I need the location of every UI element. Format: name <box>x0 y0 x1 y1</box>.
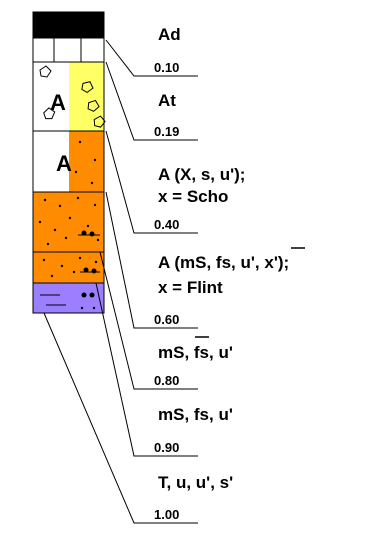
sand-dot <box>92 306 96 310</box>
sand-dot <box>96 238 100 242</box>
layer-ms <box>32 251 105 284</box>
layer-label: mS, fs, u' <box>158 343 233 362</box>
sand-dot <box>60 264 64 268</box>
sand-dot <box>53 228 57 232</box>
layer-label: A (X, s, u'); <box>158 165 245 184</box>
horizon-symbol-at: A <box>50 90 66 115</box>
flint-fragment <box>89 231 95 237</box>
layer-a-scho-left <box>33 131 69 192</box>
depth-value: 0.90 <box>154 440 179 455</box>
flint-fragment <box>91 268 97 274</box>
leader-line <box>105 39 198 77</box>
leader-line <box>105 61 198 141</box>
layer-label: A (mS, fs, u', x'); <box>158 253 289 272</box>
sand-dot <box>64 236 68 240</box>
depth-value: 1.00 <box>154 507 179 522</box>
sand-dot <box>58 204 62 208</box>
sand-dot <box>43 198 47 202</box>
layer-label: x = Scho <box>158 187 228 206</box>
layer-a-flint <box>32 191 105 253</box>
sand-dot <box>46 242 50 246</box>
flint-fragment <box>89 292 95 298</box>
sand-dot <box>93 158 97 162</box>
sand-dot <box>72 270 76 274</box>
sand-dot <box>80 306 84 310</box>
layer-label: mS, fs, u' <box>158 405 233 424</box>
depth-value: 0.60 <box>154 312 179 327</box>
horizon-symbol-a: A <box>56 151 72 176</box>
leader-line <box>43 312 198 524</box>
layer-ad <box>32 37 105 63</box>
sand-dot <box>68 216 72 220</box>
rock-fragment <box>93 115 106 128</box>
layer-label: x = Flint <box>158 278 223 297</box>
layer-label: At <box>158 91 176 110</box>
depth-value: 0.80 <box>154 373 179 388</box>
sand-dot <box>76 196 80 200</box>
sand-dot <box>94 260 98 264</box>
depth-value: 0.40 <box>154 217 179 232</box>
sand-dot <box>38 220 42 224</box>
depth-value: 0.19 <box>154 124 179 139</box>
leader-line <box>105 130 198 234</box>
sand-dot <box>78 256 82 260</box>
depth-value: 0.10 <box>154 60 179 75</box>
leader-line <box>95 282 198 457</box>
layer-at-left <box>33 62 69 131</box>
column-outline <box>32 11 105 314</box>
rock-fragment <box>87 99 100 112</box>
topsoil-band <box>33 12 104 38</box>
layer-a-scho-right <box>69 131 104 192</box>
flint-fragment <box>81 230 87 236</box>
sand-dot <box>78 140 82 144</box>
layer-label: Ad <box>158 25 181 44</box>
flint-fragment <box>81 292 87 298</box>
sand-dot <box>74 170 78 174</box>
leader-line <box>99 251 198 390</box>
sand-dot <box>86 224 90 228</box>
leader-line <box>105 191 198 329</box>
flint-fragment <box>83 267 89 273</box>
rock-fragment <box>43 107 56 120</box>
rock-fragment <box>81 81 94 93</box>
sand-dot <box>93 203 97 207</box>
sand-dot <box>90 181 94 185</box>
layer-at-right <box>69 62 104 131</box>
sand-dot <box>42 258 46 262</box>
sand-dot <box>50 274 54 278</box>
rock-fragment <box>39 65 52 78</box>
layer-label: T, u, u', s' <box>158 473 233 492</box>
